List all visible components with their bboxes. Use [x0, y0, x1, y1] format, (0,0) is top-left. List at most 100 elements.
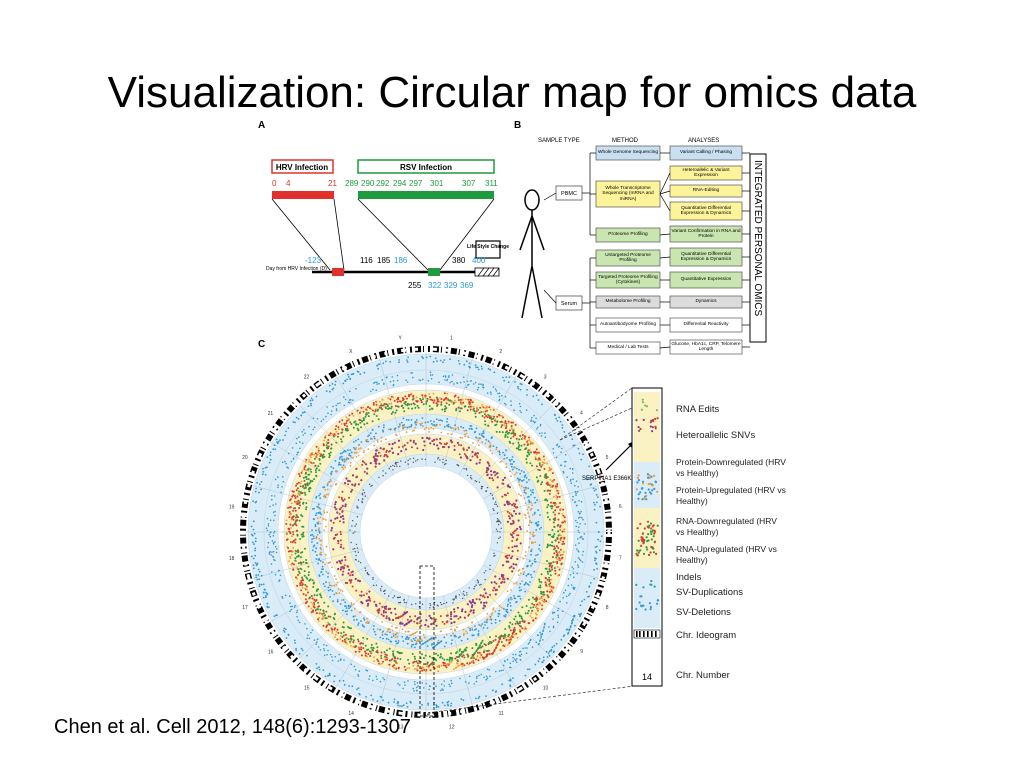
chr-label-17: 17 — [242, 605, 248, 611]
sample-pbmc: PBMC — [561, 191, 577, 197]
analysis-box-9: Glucose, HbA1c, CRP, Telomere Length — [669, 339, 743, 355]
panel-a-label: A — [258, 120, 265, 131]
method-box-0: Whole Genome Sequencing — [595, 145, 661, 161]
analysis-label-3: Quantitative Differential Expression & D… — [680, 205, 732, 217]
chr-label-14: 14 — [348, 711, 354, 717]
header-sample-type: SAMPLE TYPE — [538, 138, 580, 144]
hrv-window — [332, 268, 344, 276]
point-185: 185 — [377, 256, 391, 265]
lifestyle-label: Life Style Change — [467, 244, 509, 250]
strip-number: 14 — [642, 672, 652, 682]
rsv-bar — [358, 191, 494, 199]
method-label-0: Whole Genome Sequencing — [598, 150, 658, 156]
panel-a: A HRV Infection 0 4 21 RSV Infection 289… — [258, 120, 509, 290]
chr-label-X: X — [349, 349, 353, 355]
method-label-6: Autoantibodyome Profiling — [600, 322, 656, 328]
legend: RNA Edits Heteroallelic SNVs Protein-Dow… — [676, 404, 786, 681]
panel-c-label: C — [258, 339, 265, 350]
analysis-label-4: Variant Confirmation in RNA and Protein — [671, 228, 741, 240]
method-box-6: Autoantibodyome Profiling — [595, 317, 661, 333]
analysis-label-6: Quantitative Expression — [680, 277, 732, 283]
chr-label-20: 20 — [242, 455, 248, 461]
timeline-label: Day from HRV Infection (D) — [266, 266, 327, 272]
point-neg123: -123 — [305, 256, 322, 265]
rsv-tick-0: 289 — [345, 179, 359, 188]
method-box-2: Proteome Profiling — [595, 227, 661, 243]
method-label-7: Medical / Lab Tests — [607, 345, 649, 351]
legend-protein-down: Protein-Downregulated (HRV vs Healthy) — [676, 457, 786, 478]
header-analyses: ANALYSES — [688, 138, 719, 144]
analysis-label-7: Dynamics — [695, 299, 717, 305]
rsv-tick-4: 297 — [409, 179, 423, 188]
rsv-tick-7: 311 — [485, 179, 498, 188]
chr-label-12: 12 — [449, 724, 455, 730]
method-box-1: Whole Transcriptome Sequencing (mRNA and… — [595, 180, 661, 208]
analysis-box-3: Quantitative Differential Expression & D… — [669, 201, 743, 221]
method-label-3: Untargeted Proteome Profiling — [605, 252, 651, 264]
chr-label-3: 3 — [544, 374, 547, 380]
analysis-box-5: Quantitative Differential Expression & D… — [669, 247, 743, 267]
analysis-box-4: Variant Confirmation in RNA and Protein — [669, 225, 743, 243]
panel-c: C 12345678910111213141516171819202122XY … — [229, 336, 786, 731]
analysis-box-7: Dynamics — [669, 295, 743, 309]
callout-serpina1: SERPINA1 E366K — [582, 476, 631, 482]
chr-label-5: 5 — [606, 455, 609, 461]
analysis-box-2: RNA-Editing — [669, 184, 743, 198]
method-label-4: Targeted Proteome Profiling (Cytokines) — [598, 274, 658, 286]
chr-label-1: 1 — [450, 336, 453, 342]
analysis-label-1: Heteroallelic & Variant Expression — [682, 167, 730, 179]
legend-sv-duplications: SV-Duplications — [676, 587, 743, 598]
rsv-tick-1: 290 — [361, 179, 375, 188]
method-box-5: Metabolome Profiling — [595, 295, 661, 309]
legend-chr-ideogram: Chr. Ideogram — [676, 630, 736, 641]
side-label: INTEGRATED PERSONAL OMICS — [752, 160, 763, 316]
analysis-label-9: Glucose, HbA1c, CRP, Telomere Length — [671, 341, 741, 353]
rsv-tick-5: 301 — [430, 179, 444, 188]
point-369: 369 — [460, 281, 474, 290]
analysis-label-2: RNA-Editing — [692, 188, 720, 194]
point-400: 400 — [472, 256, 486, 265]
point-329: 329 — [444, 281, 458, 290]
chr-label-10: 10 — [543, 685, 549, 691]
legend-protein-up: Protein-Upregulated (HRV vs Healthy) — [676, 485, 786, 506]
hrv-tick-1: 4 — [286, 179, 291, 188]
point-255: 255 — [408, 281, 422, 290]
analysis-label-0: Variant Calling / Phasing — [679, 150, 733, 156]
method-label-5: Metabolome Profiling — [605, 299, 651, 305]
analysis-box-1: Heteroallelic & Variant Expression — [669, 165, 743, 181]
method-box-4: Targeted Proteome Profiling (Cytokines) — [595, 271, 661, 289]
method-box-7: Medical / Lab Tests — [595, 341, 661, 355]
analysis-label-5: Quantitative Differential Expression & D… — [680, 251, 732, 263]
chr-label-4: 4 — [580, 411, 583, 417]
rsv-tick-2: 292 — [376, 179, 390, 188]
chromosome-strip: 14 — [631, 387, 663, 687]
legend-sv-deletions: SV-Deletions — [676, 607, 731, 618]
point-322: 322 — [428, 281, 442, 290]
person-icon — [519, 189, 545, 319]
chr-label-6: 6 — [619, 504, 622, 510]
hrv-tick-0: 0 — [272, 179, 277, 188]
hrv-tick-2: 21 — [328, 179, 337, 188]
method-box-3: Untargeted Proteome Profiling — [595, 249, 661, 267]
chr-label-18: 18 — [229, 556, 235, 562]
point-116: 116 — [360, 256, 373, 265]
hrv-box — [271, 159, 334, 174]
lifestyle-box — [475, 240, 501, 259]
rsv-window — [428, 268, 440, 276]
analysis-box-0: Variant Calling / Phasing — [669, 145, 743, 161]
rsv-tick-6: 307 — [462, 179, 476, 188]
method-label-1: Whole Transcriptome Sequencing (mRNA and… — [602, 185, 654, 202]
analysis-label-8: Differential Reactivity — [683, 322, 729, 328]
zoom-region — [419, 565, 435, 717]
point-186: 186 — [394, 256, 408, 265]
chr-label-Y: Y — [399, 336, 403, 342]
legend-chr-number: Chr. Number — [676, 670, 730, 681]
chr-label-15: 15 — [304, 686, 310, 692]
analysis-box-8: Differential Reactivity — [669, 317, 743, 333]
hrv-title: HRV Infection — [276, 163, 328, 172]
rsv-box — [357, 159, 495, 174]
chr-label-22: 22 — [304, 375, 310, 381]
chr-label-16: 16 — [268, 650, 274, 656]
chr-label-8: 8 — [606, 605, 609, 611]
